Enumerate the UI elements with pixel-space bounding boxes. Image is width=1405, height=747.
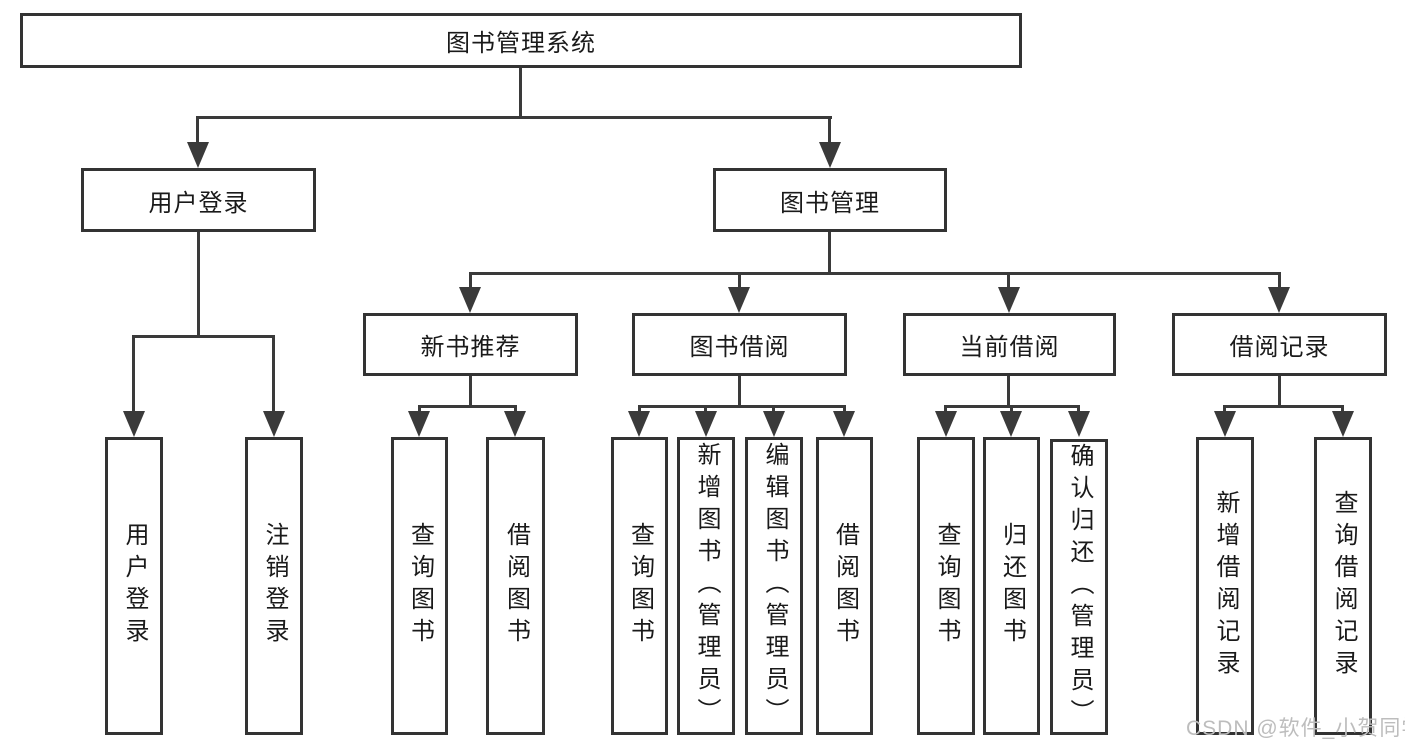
node-current-borrow: 当前借阅 — [903, 313, 1116, 376]
arrowhead-borrowrecords — [1268, 287, 1290, 313]
arrowhead-cb-3 — [1068, 411, 1090, 437]
connector-br-rail — [1223, 405, 1344, 408]
connector-cb-stem — [1007, 376, 1010, 408]
node-root-label: 图书管理系统 — [446, 30, 596, 57]
arrowhead-book-mgmt — [819, 142, 841, 168]
node-new-book-recommend: 新书推荐 — [363, 313, 578, 376]
connector-bookmgmt-rail — [469, 272, 1281, 275]
arrowhead-bb-4 — [833, 411, 855, 437]
arrowhead-currentborrow — [998, 287, 1020, 313]
arrowhead-leaf-login — [123, 411, 145, 437]
arrowhead-bb-1 — [628, 411, 650, 437]
arrowhead-br-2 — [1332, 411, 1354, 437]
connector-root-stem — [519, 68, 522, 118]
leaf-cb-confirm-return-label: 确认归还（管理员） — [1066, 443, 1093, 731]
connector-drop-borrowrecords — [1278, 272, 1281, 289]
leaf-logout: 注销登录 — [245, 437, 303, 735]
leaf-bb-borrow-books: 借阅图书 — [816, 437, 873, 735]
leaf-bb-edit-books: 编辑图书（管理员） — [745, 437, 803, 735]
connector-newbook-rail — [418, 405, 517, 408]
connector-drop-newbook — [469, 272, 472, 289]
node-root: 图书管理系统 — [20, 13, 1022, 68]
arrowhead-br-1 — [1214, 411, 1236, 437]
node-user-login-branch-label: 用户登录 — [148, 189, 249, 217]
leaf-br-add-record: 新增借阅记录 — [1196, 437, 1254, 735]
leaf-bb-edit-books-label: 编辑图书（管理员） — [761, 442, 788, 730]
leaf-cb-return-books-label: 归还图书 — [998, 522, 1026, 650]
connector-drop-br-1 — [1223, 405, 1226, 413]
connector-drop-cb-1 — [944, 405, 947, 413]
leaf-bb-query-books: 查询图书 — [611, 437, 668, 735]
arrowhead-cb-1 — [935, 411, 957, 437]
connector-drop-user-login — [196, 116, 199, 144]
node-current-borrow-label: 当前借阅 — [959, 334, 1060, 361]
connector-userlogin-rail — [132, 335, 275, 338]
leaf-br-query-record-label: 查询借阅记录 — [1330, 490, 1357, 682]
arrowhead-cb-2 — [1000, 411, 1022, 437]
leaf-nb-borrow-books-label: 借阅图书 — [502, 522, 530, 650]
leaf-bb-query-books-label: 查询图书 — [626, 522, 654, 650]
connector-drop-bb-4 — [843, 405, 846, 413]
leaf-nb-query-books-label: 查询图书 — [406, 522, 434, 650]
node-borrow-records-label: 借阅记录 — [1229, 334, 1330, 361]
arrowhead-bb-2 — [695, 411, 717, 437]
arrowhead-nb-query — [408, 411, 430, 437]
arrowhead-bb-3 — [763, 411, 785, 437]
arrowhead-nb-borrow — [504, 411, 526, 437]
leaf-bb-borrow-books-label: 借阅图书 — [831, 522, 859, 650]
leaf-br-query-record: 查询借阅记录 — [1314, 437, 1372, 735]
leaf-nb-query-books: 查询图书 — [391, 437, 448, 735]
connector-drop-leaf-logout — [272, 335, 275, 413]
connector-drop-bb-1 — [638, 405, 641, 413]
leaf-user-login-label: 用户登录 — [121, 522, 148, 650]
connector-drop-nb-borrow — [514, 405, 517, 413]
leaf-nb-borrow-books: 借阅图书 — [486, 437, 545, 735]
connector-drop-leaf-login — [132, 335, 135, 413]
node-user-login-branch: 用户登录 — [81, 168, 316, 232]
connector-userlogin-stem — [197, 232, 200, 338]
connector-bb-stem — [738, 376, 741, 408]
leaf-br-add-record-label: 新增借阅记录 — [1212, 490, 1239, 682]
connector-drop-cb-3 — [1077, 405, 1080, 413]
watermark: CSDN @软件_小贺同学 — [1186, 717, 1405, 740]
node-book-borrow-label: 图书借阅 — [689, 334, 790, 361]
leaf-logout-label: 注销登录 — [261, 522, 288, 650]
arrowhead-newbook — [459, 287, 481, 313]
connector-br-stem — [1278, 376, 1281, 408]
node-book-mgmt-branch-label: 图书管理 — [780, 189, 880, 217]
leaf-user-login: 用户登录 — [105, 437, 163, 735]
leaf-cb-query-books: 查询图书 — [917, 437, 975, 735]
connector-drop-currentborrow — [1007, 272, 1010, 289]
connector-newbook-stem — [469, 376, 472, 408]
connector-drop-cb-2 — [1010, 405, 1013, 413]
node-new-book-recommend-label: 新书推荐 — [420, 334, 521, 361]
arrowhead-leaf-logout — [263, 411, 285, 437]
connector-drop-bb-3 — [772, 405, 775, 413]
leaf-cb-return-books: 归还图书 — [983, 437, 1040, 735]
connector-drop-br-2 — [1341, 405, 1344, 413]
connector-bb-rail — [638, 405, 845, 408]
leaf-bb-add-books: 新增图书（管理员） — [677, 437, 735, 735]
leaf-cb-query-books-label: 查询图书 — [933, 522, 960, 650]
node-book-mgmt-branch: 图书管理 — [713, 168, 947, 232]
connector-drop-bookborrow — [738, 272, 741, 289]
leaf-cb-confirm-return: 确认归还（管理员） — [1050, 439, 1108, 735]
connector-drop-bb-2 — [704, 405, 707, 413]
node-borrow-records: 借阅记录 — [1172, 313, 1387, 376]
node-book-borrow: 图书借阅 — [632, 313, 847, 376]
connector-drop-nb-query — [418, 405, 421, 413]
connector-root-rail — [196, 116, 832, 119]
connector-drop-book-mgmt — [828, 116, 831, 144]
arrowhead-user-login — [187, 142, 209, 168]
leaf-bb-add-books-label: 新增图书（管理员） — [693, 442, 720, 730]
arrowhead-bookborrow — [728, 287, 750, 313]
connector-bookmgmt-stem — [828, 232, 831, 275]
